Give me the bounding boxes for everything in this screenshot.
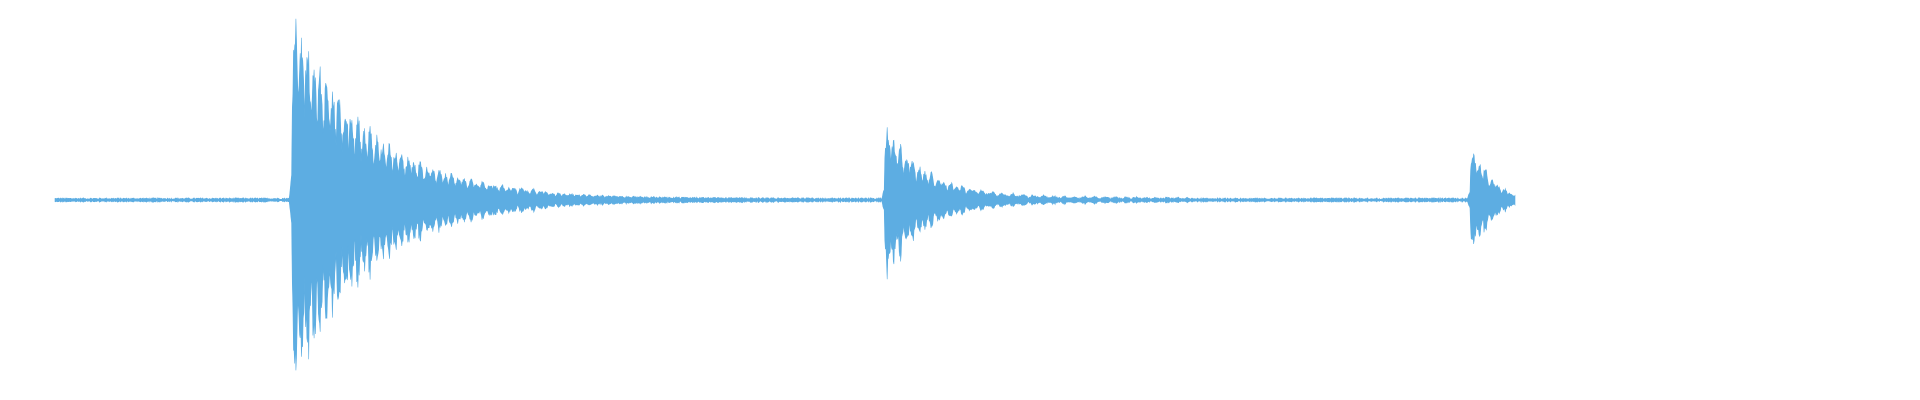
waveform-trace — [54, 18, 1516, 371]
